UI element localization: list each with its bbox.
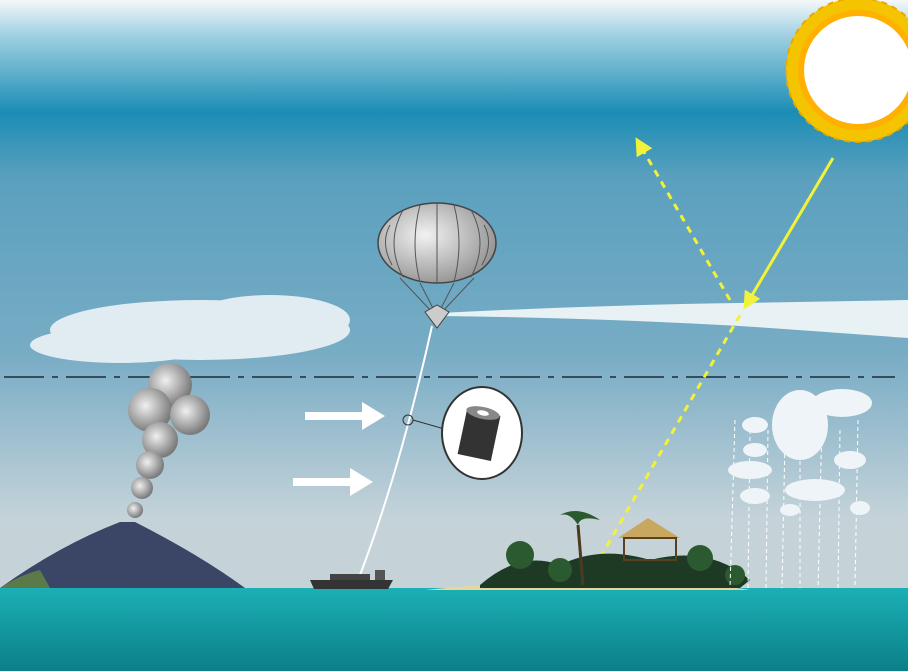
ash-cloud (30, 295, 350, 363)
cloud-icon (728, 389, 872, 589)
transmitted-light-arrow (588, 314, 742, 578)
aerosol-plume (440, 300, 908, 338)
island-icon (425, 511, 750, 590)
sun-icon (785, 0, 908, 143)
sea (0, 588, 908, 671)
pipe-inset-icon (441, 386, 523, 480)
ash-plume (127, 363, 210, 518)
tether-hose (359, 325, 433, 576)
sky (0, 0, 908, 590)
ship-icon (310, 570, 393, 589)
volcano-icon (0, 522, 245, 588)
balloon-icon (377, 202, 497, 329)
reflected-light-arrow (635, 137, 732, 301)
incoming-light-arrow (743, 157, 835, 310)
wind-arrow-icon (293, 402, 385, 496)
